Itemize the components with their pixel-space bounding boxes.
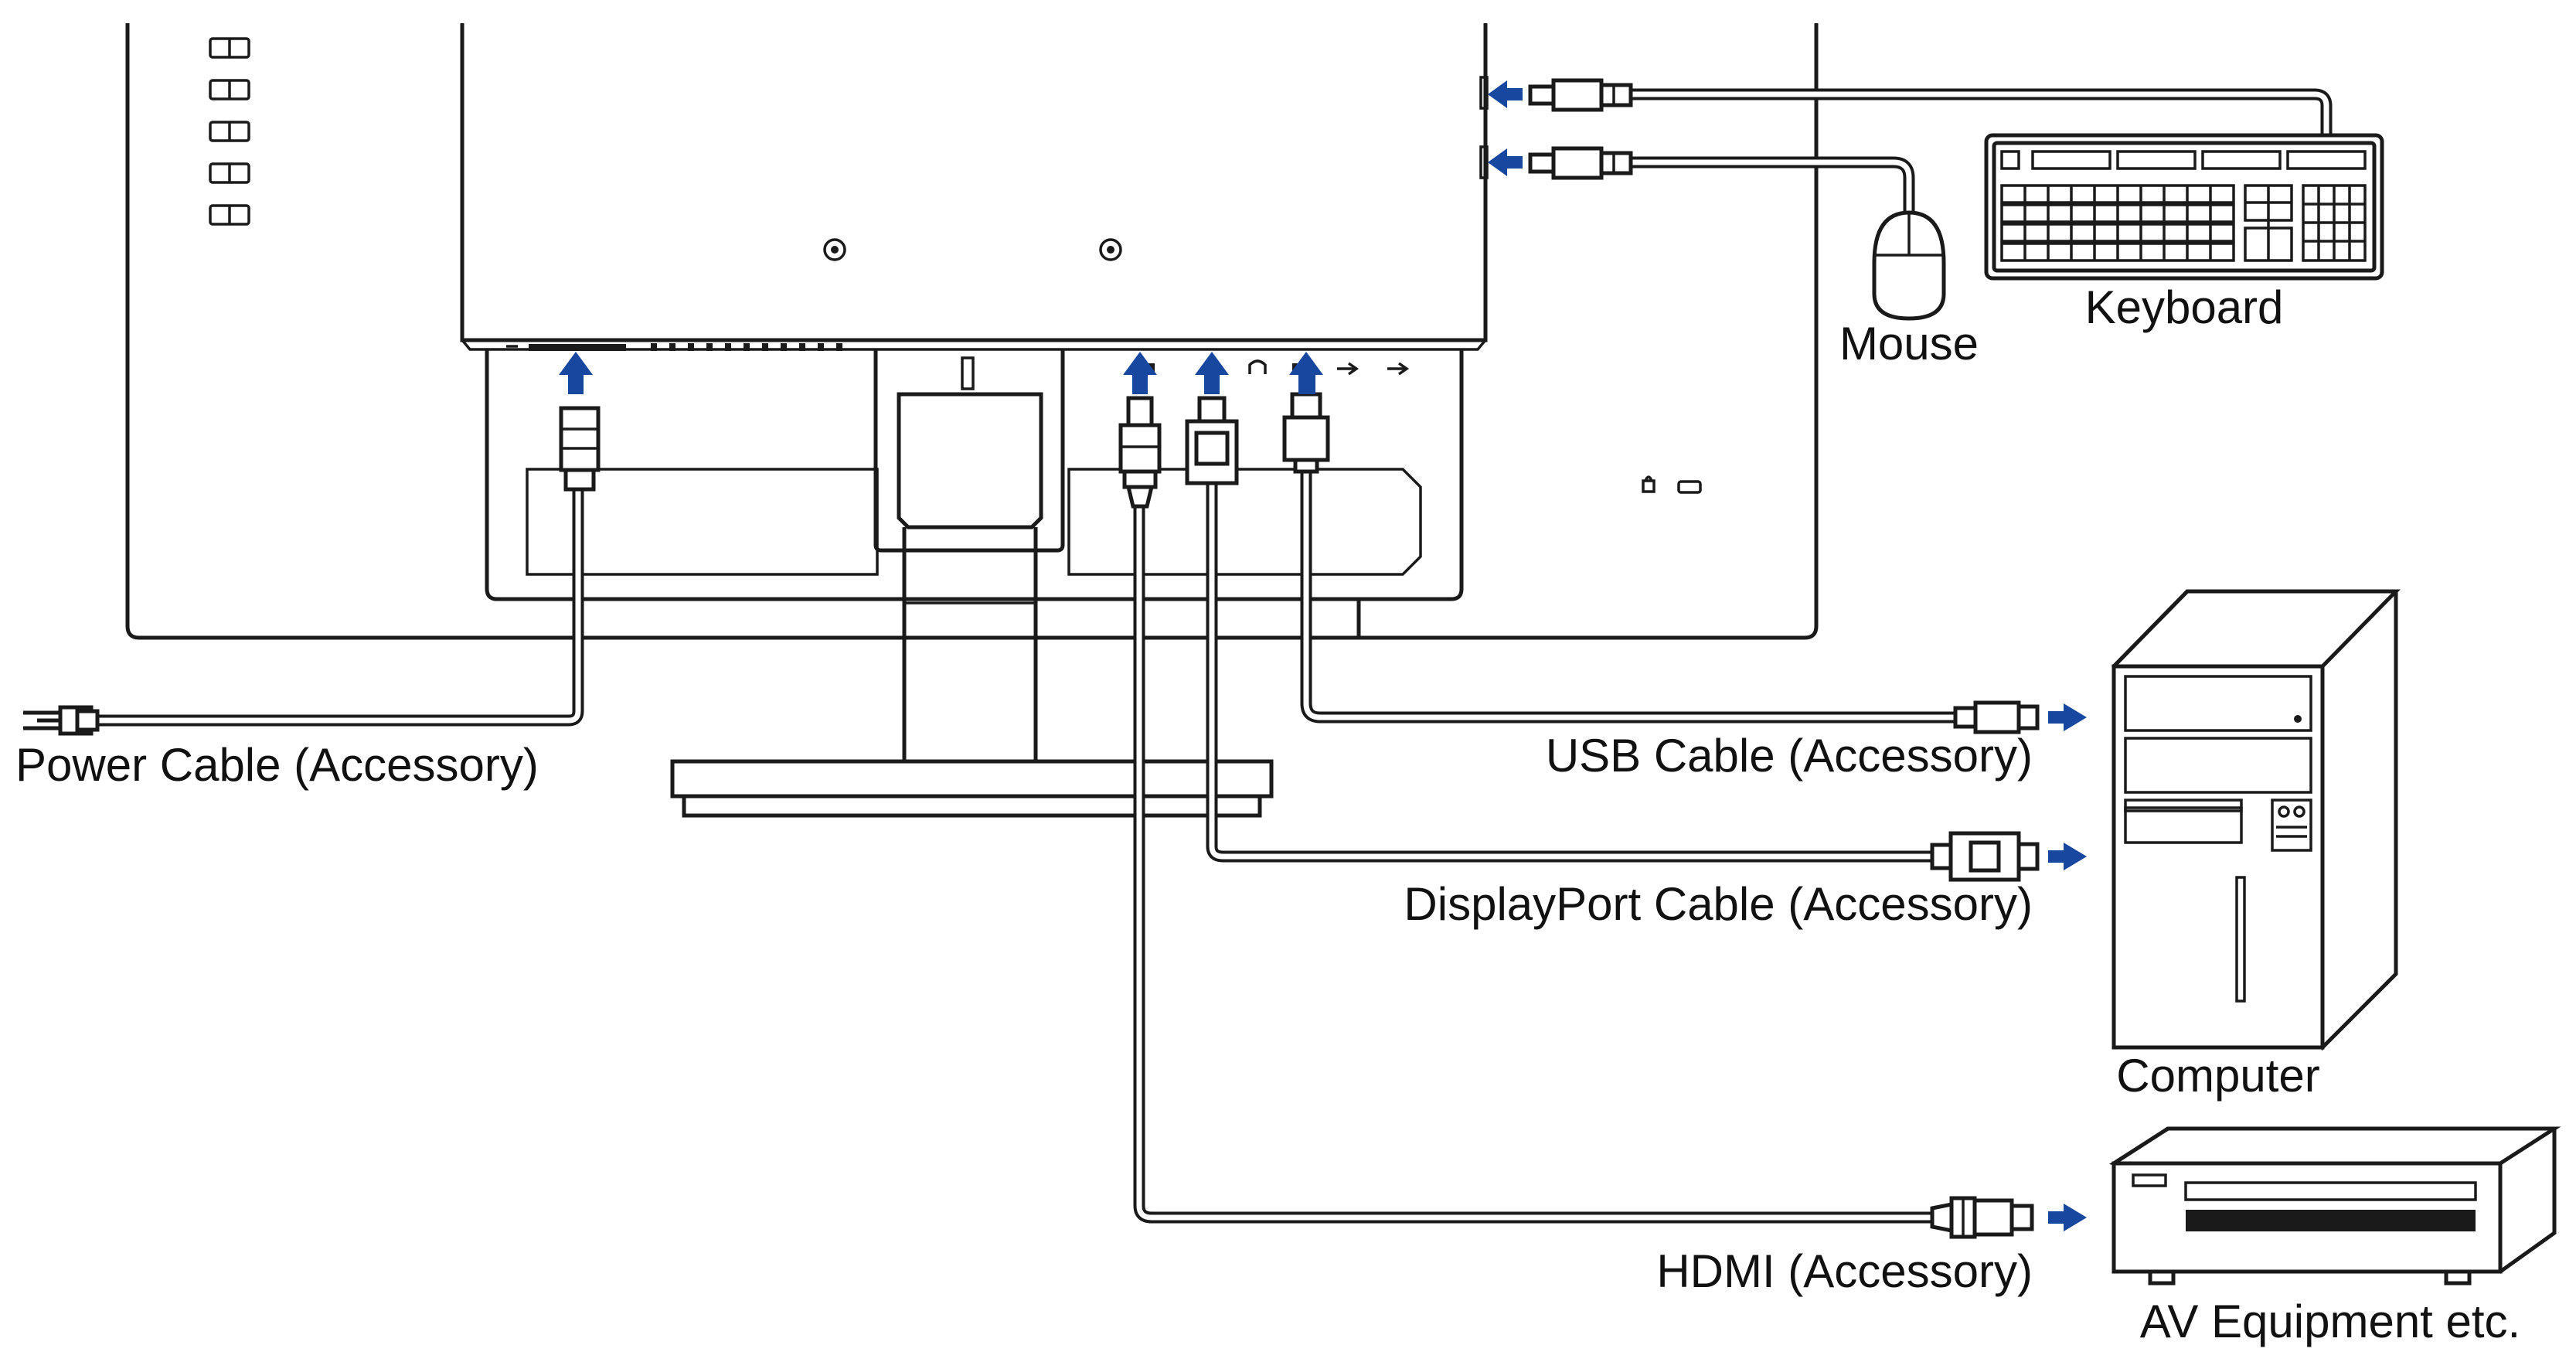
monitor-rear bbox=[125, 23, 1819, 640]
mouse-cable bbox=[1528, 146, 1915, 219]
arrow-mouse-left bbox=[1488, 148, 1523, 176]
power-cable bbox=[23, 406, 601, 736]
arrow-displayport-up bbox=[1195, 352, 1229, 394]
label-computer: Computer bbox=[2116, 1050, 2319, 1102]
label-power-cable: Power Cable (Accessory) bbox=[15, 739, 539, 791]
connection-arrows bbox=[559, 80, 2087, 1231]
av-equipment-device bbox=[2108, 1126, 2561, 1286]
computer-device bbox=[2111, 589, 2401, 1051]
label-av-equipment: AV Equipment etc. bbox=[2140, 1296, 2520, 1347]
displayport-cable bbox=[1185, 396, 2040, 882]
keyboard-keys bbox=[2000, 150, 2367, 262]
hdmi-cable bbox=[1118, 396, 2034, 1239]
arrow-power-up bbox=[559, 352, 593, 394]
mouse-device bbox=[1872, 210, 1946, 321]
keyboard-cable bbox=[1528, 78, 2333, 141]
monitor-stand bbox=[670, 349, 1361, 818]
control-buttons bbox=[651, 343, 842, 351]
label-mouse: Mouse bbox=[1839, 318, 1979, 369]
usb-cable bbox=[1282, 392, 2040, 734]
arrow-usb-right bbox=[2048, 703, 2087, 731]
label-displayport-cable: DisplayPort Cable (Accessory) bbox=[1404, 878, 2033, 930]
arrow-hdmi-up bbox=[1123, 352, 1157, 394]
label-keyboard: Keyboard bbox=[2085, 281, 2284, 333]
arrow-hdmi-right bbox=[2048, 1204, 2087, 1231]
label-hdmi-cable: HDMI (Accessory) bbox=[1656, 1245, 2033, 1297]
label-usb-cable: USB Cable (Accessory) bbox=[1546, 730, 2033, 782]
arrow-displayport-right bbox=[2048, 843, 2087, 870]
arrow-usb-up bbox=[1289, 352, 1323, 394]
keyboard-device bbox=[1984, 133, 2384, 281]
arrow-keyboard-left bbox=[1488, 80, 1523, 108]
vent-slots bbox=[209, 37, 250, 226]
